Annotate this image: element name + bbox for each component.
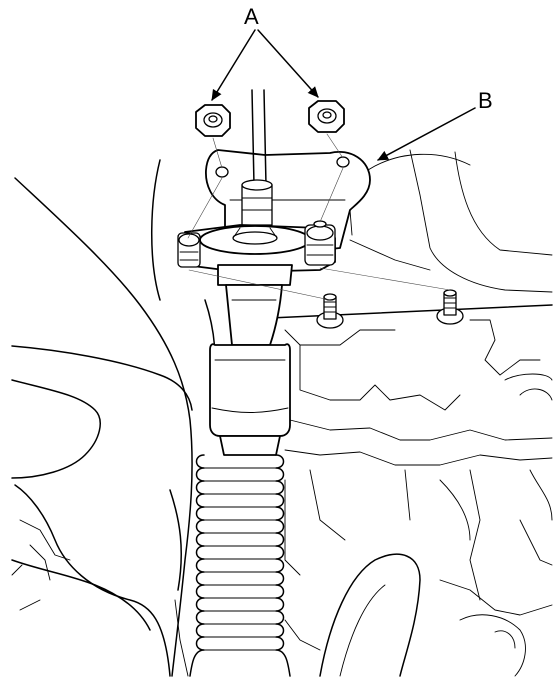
corrugated-boot bbox=[189, 454, 291, 677]
stud-bolt-right bbox=[436, 289, 464, 325]
left-hoses bbox=[11, 159, 216, 677]
flange-nut-right bbox=[308, 100, 345, 133]
callout-a-arrows bbox=[211, 29, 319, 101]
lower-mount bbox=[319, 553, 421, 677]
callout-b-arrow bbox=[377, 107, 476, 161]
cable-housing bbox=[209, 264, 293, 456]
flange-bolt-left bbox=[177, 232, 201, 268]
stud-bolt-left bbox=[316, 293, 344, 329]
alignment-leaders bbox=[187, 133, 451, 301]
cable-flange bbox=[184, 224, 336, 273]
callout-label-b: B bbox=[478, 88, 493, 113]
transmission-housing bbox=[269, 149, 553, 677]
flange-nut-left bbox=[195, 104, 231, 137]
shift-cable-rod bbox=[241, 89, 273, 226]
callout-label-a: A bbox=[244, 4, 259, 29]
flange-bolt-right bbox=[304, 220, 336, 266]
